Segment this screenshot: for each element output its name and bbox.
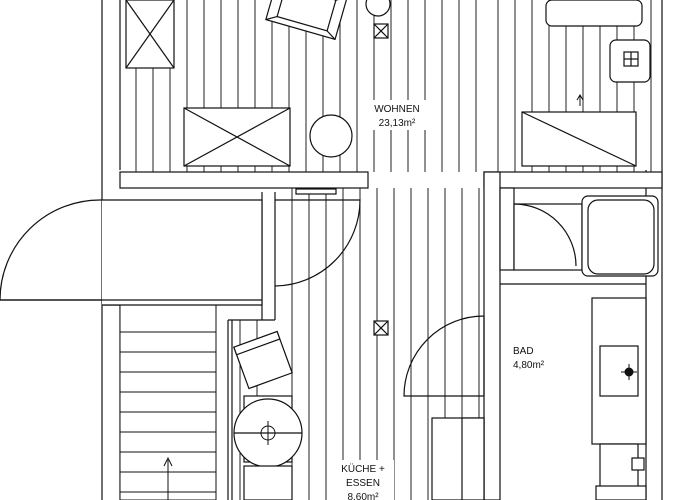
- kitchen-counter-inner: [461, 417, 485, 500]
- kitchen-door[interactable]: [274, 199, 361, 287]
- room-name-kueche-1: KÜCHE +: [341, 463, 385, 475]
- toilet-seat: [595, 485, 647, 500]
- room-name-wohnen: WOHNEN: [374, 104, 420, 115]
- room-label-kueche: KÜCHE + ESSEN 8,60m²: [332, 460, 394, 500]
- room-area-bad: 4,80m²: [513, 360, 545, 371]
- kitchen-chair: [233, 330, 293, 390]
- sink-icon: [621, 364, 637, 380]
- room-name-bad: BAD: [513, 346, 534, 357]
- kitchen-chair-bottom: [243, 465, 293, 500]
- crossed-box-icon: [373, 23, 389, 39]
- staircase: [119, 304, 217, 500]
- room-name-kueche-2: ESSEN: [346, 478, 380, 489]
- shower-tray: [513, 203, 583, 271]
- armchair: [265, 0, 348, 41]
- sideboard-top-right: [545, 0, 643, 27]
- toilet-bowl: [631, 457, 645, 471]
- wall-bad-inner: [499, 187, 515, 271]
- crossed-box-icon: [373, 320, 389, 336]
- shower-swing: [513, 203, 577, 267]
- washing-machine-door: [587, 199, 655, 275]
- entrance-door[interactable]: [0, 199, 263, 306]
- wall-bad-left: [483, 171, 501, 500]
- room-label-wohnen: WOHNEN 23,13m²: [366, 100, 428, 130]
- wall-wohnen-bottom-left: [119, 171, 369, 189]
- stair-arrow-icon: [163, 456, 173, 500]
- room-label-bad: BAD 4,80m²: [508, 342, 558, 372]
- room-area-wohnen: 23,13m²: [379, 118, 416, 129]
- lamp-round: [365, 0, 391, 17]
- wall-wohnen-bottom-right: [483, 171, 663, 189]
- lamp-crosshair-icon: [256, 421, 280, 445]
- bathroom-door[interactable]: [403, 315, 485, 397]
- room-area-kueche: 8,60m²: [347, 492, 379, 500]
- side-table-round: [309, 114, 353, 158]
- door-frame-small: [295, 188, 337, 195]
- arrow-up-icon: [576, 94, 584, 106]
